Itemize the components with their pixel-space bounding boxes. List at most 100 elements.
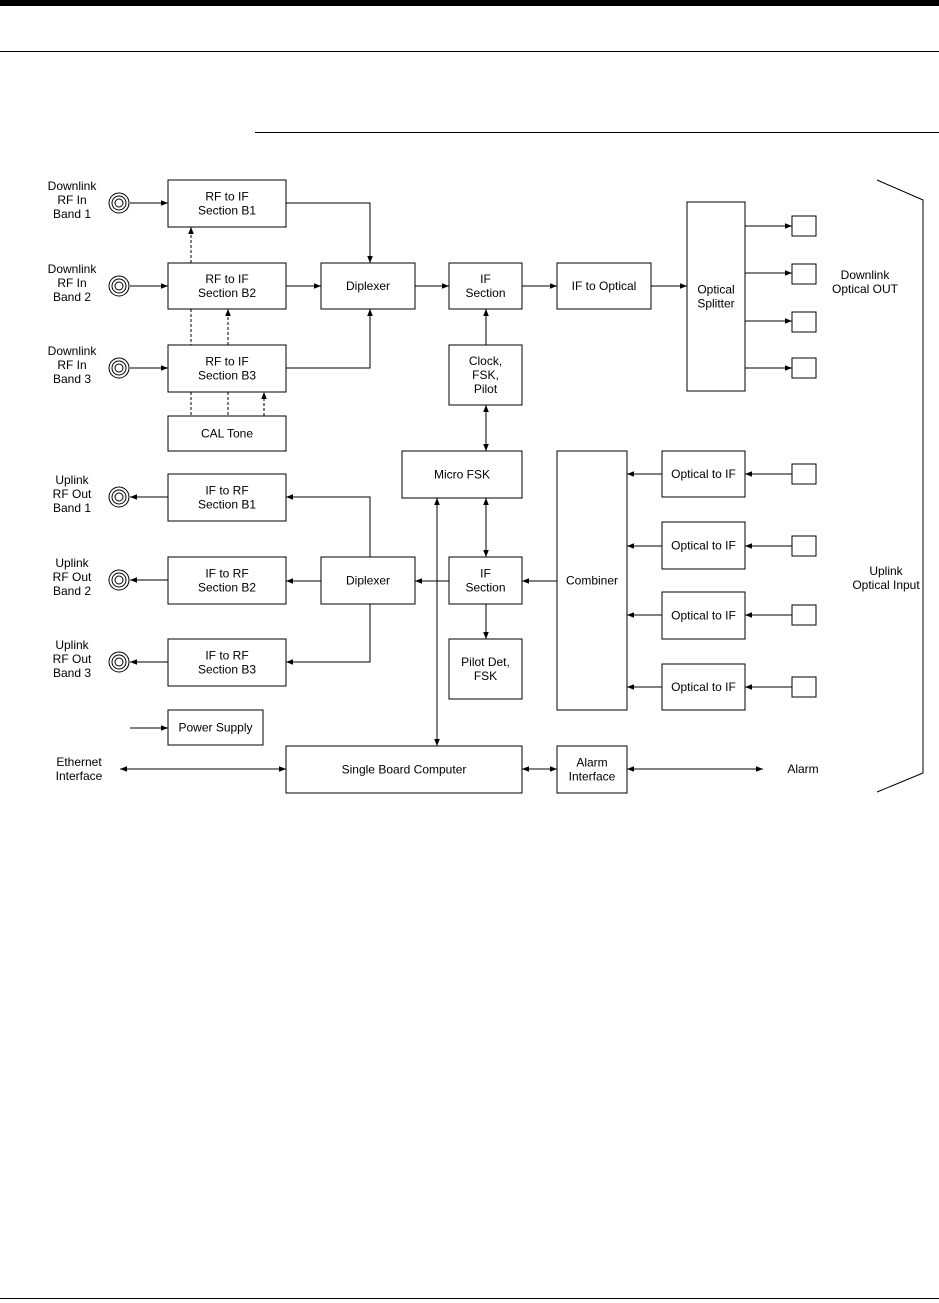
block-label: Section B1 xyxy=(198,498,256,512)
block-label: IF xyxy=(480,272,491,286)
block-label: Micro FSK xyxy=(434,468,490,482)
section-rule xyxy=(255,132,939,133)
block-label: Section xyxy=(465,581,505,595)
block-single-board-computer: Single Board Computer xyxy=(285,745,523,794)
port-label: Uplink xyxy=(55,473,89,487)
optical-port xyxy=(791,215,817,237)
block-optical-to-if-3: Optical to IF xyxy=(661,591,746,640)
block-diplexer-ul: Diplexer xyxy=(320,556,416,605)
block-cal-tone: CAL Tone xyxy=(167,415,287,452)
block-label: Combiner xyxy=(566,574,618,588)
block-label: Clock, xyxy=(469,354,502,368)
optical-port xyxy=(791,263,817,285)
rf-connector-icon xyxy=(108,651,130,673)
block-label: Section B1 xyxy=(198,204,256,218)
label-alarm: Alarm xyxy=(787,762,818,776)
rf-connector-icon xyxy=(108,486,130,508)
optical-ports xyxy=(791,215,817,698)
port-label: Uplink xyxy=(55,638,89,652)
block-label: Optical to IF xyxy=(671,539,736,553)
block-label: RF to IF xyxy=(205,272,248,286)
port-label: Band 2 xyxy=(53,584,91,598)
block-optical-to-if-4: Optical to IF xyxy=(661,663,746,711)
port-label: Uplink xyxy=(55,556,89,570)
connector-lines xyxy=(120,179,924,793)
optical-port xyxy=(791,357,817,379)
port-label: Downlink xyxy=(48,344,98,358)
block-label: Optical xyxy=(697,283,734,297)
block-label: Splitter xyxy=(697,297,734,311)
rf-connectors xyxy=(108,192,130,673)
block-label: Section xyxy=(465,286,505,300)
port-label: Downlink xyxy=(48,179,98,193)
block-label: IF to RF xyxy=(205,484,248,498)
rf-connector-icon xyxy=(108,357,130,379)
port-label: RF Out xyxy=(53,487,92,501)
port-label: Alarm xyxy=(787,762,818,776)
port-label: RF In xyxy=(57,276,86,290)
block-label: Section B3 xyxy=(198,369,256,383)
port-label: Band 3 xyxy=(53,666,91,680)
block-label: Diplexer xyxy=(346,574,390,588)
block-clock-fsk-pilot: Clock,FSK,Pilot xyxy=(448,344,523,406)
block-optical-to-if-1: Optical to IF xyxy=(661,450,746,498)
block-label: Section B2 xyxy=(198,581,256,595)
port-label: Ethernet xyxy=(56,755,102,769)
block-label: IF xyxy=(480,567,491,581)
port-label: Downlink xyxy=(48,262,98,276)
port-label: Optical OUT xyxy=(832,282,899,296)
block-combiner: Combiner xyxy=(556,450,628,711)
port-label: RF In xyxy=(57,358,86,372)
block-power-supply: Power Supply xyxy=(167,709,264,746)
block-label: RF to IF xyxy=(205,190,248,204)
block-label: Alarm xyxy=(576,756,607,770)
optical-port xyxy=(791,535,817,557)
block-label: Power Supply xyxy=(178,721,252,735)
block-optical-to-if-2: Optical to IF xyxy=(661,521,746,570)
port-label: Band 1 xyxy=(53,501,91,515)
port-label: RF Out xyxy=(53,570,92,584)
block-label: IF to RF xyxy=(205,649,248,663)
port-label: Band 2 xyxy=(53,290,91,304)
block-label: Optical to IF xyxy=(671,467,736,481)
block-label: Single Board Computer xyxy=(342,763,467,777)
optical-port xyxy=(791,676,817,698)
port-label: RF Out xyxy=(53,652,92,666)
port-label: Downlink xyxy=(841,268,891,282)
rf-connector-icon xyxy=(108,569,130,591)
block-diplexer-dl: Diplexer xyxy=(320,262,416,310)
rf-connector-icon xyxy=(108,192,130,214)
block-micro-fsk: Micro FSK xyxy=(401,450,523,499)
block-label: Pilot xyxy=(474,382,498,396)
optical-port xyxy=(791,463,817,485)
port-label: Band 1 xyxy=(53,207,91,221)
header-rule xyxy=(0,51,939,52)
block-label: RF to IF xyxy=(205,355,248,369)
optical-port xyxy=(791,311,817,333)
top-rule xyxy=(0,0,939,6)
block-label: CAL Tone xyxy=(201,427,253,441)
block-pilot-det-fsk: Pilot Det,FSK xyxy=(448,638,523,700)
bottom-rule xyxy=(0,1298,939,1299)
block-label: Pilot Det, xyxy=(461,655,510,669)
block-label: Section B2 xyxy=(198,286,256,300)
